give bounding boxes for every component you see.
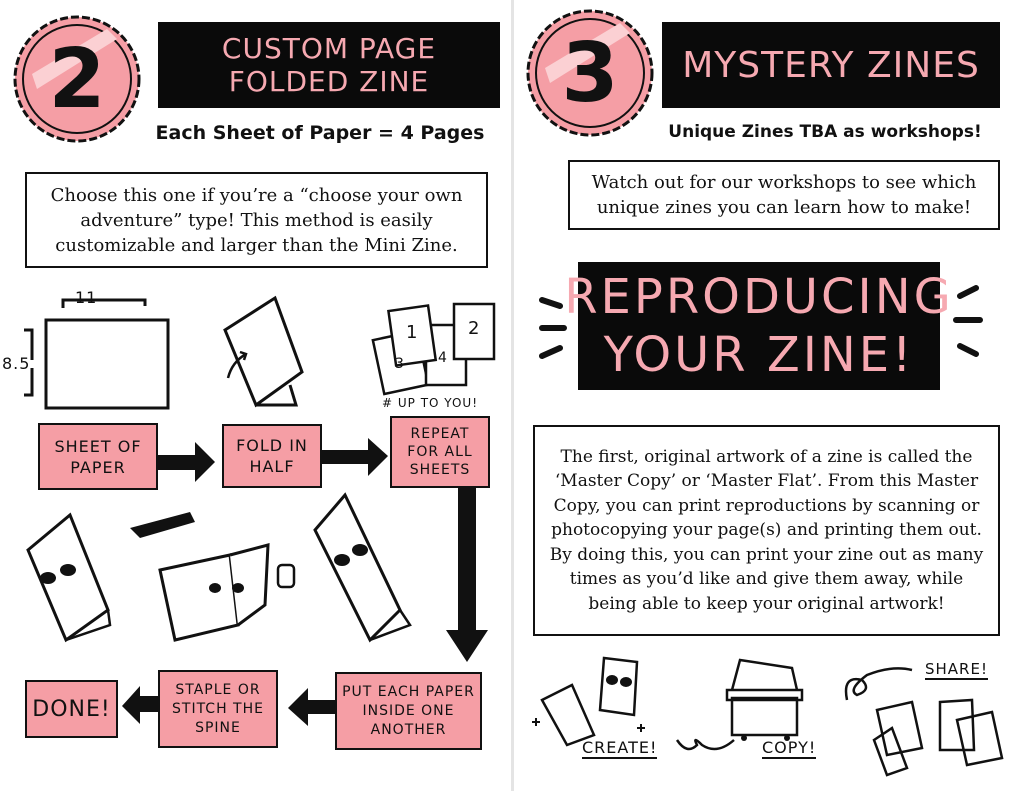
reproducing-body-box: The first, original artwork of a zine is… (533, 425, 1000, 636)
badge-number: 2 (48, 31, 106, 127)
step-staple-or-stitch: STAPLE OR STITCH THE SPINE (158, 670, 278, 748)
reproducing-title-line1: REPRODUCING (564, 269, 954, 325)
page-number: 1 (406, 322, 419, 343)
right-title-banner: MYSTERY ZINES (662, 22, 1000, 108)
step-fold-in-half: FOLD IN HALF (222, 424, 322, 488)
reproducing-banner: REPRODUCING YOUR ZINE! (564, 262, 951, 390)
page-divider (511, 0, 514, 791)
right-subtitle: Unique Zines TBA as workshops! (668, 122, 982, 142)
number-badge-3 (526, 9, 654, 137)
step-done: DONE! (25, 680, 118, 738)
emphasis-dashes (539, 285, 983, 359)
reproducing-title-line2: YOUR ZINE! (603, 327, 915, 383)
number-badge-2 (13, 15, 141, 143)
right-description-box: Watch out for our workshops to see which… (568, 160, 1000, 230)
step-repeat-for-all-sheets: REPEAT FOR ALL SHEETS (390, 416, 490, 488)
step-sheet-of-paper: SHEET OF PAPER (38, 423, 158, 490)
step-put-each-paper-inside: PUT EACH PAPER INSIDE ONE ANOTHER (335, 672, 482, 750)
dimension-width: 11 (75, 288, 98, 307)
badge-number: 3 (561, 25, 619, 121)
label-share: SHARE! (925, 660, 988, 680)
page-number: 3 (395, 356, 405, 372)
flow-arrows (26, 438, 488, 726)
page-number: 4 (438, 350, 448, 366)
dimension-height: 8.5 (2, 354, 31, 373)
up-to-you-note: # UP TO YOU! (382, 396, 479, 410)
left-title-banner: CUSTOM PAGE FOLDED ZINE (158, 22, 500, 108)
left-description-box: Choose this one if you’re a “choose your… (25, 172, 488, 268)
label-create: CREATE! (582, 738, 658, 759)
folding-diagram (24, 295, 496, 410)
left-subtitle: Each Sheet of Paper = 4 Pages (155, 122, 485, 144)
page-number: 2 (468, 318, 481, 339)
label-copy: COPY! (762, 738, 817, 759)
reproduction-doodles (532, 656, 1004, 777)
